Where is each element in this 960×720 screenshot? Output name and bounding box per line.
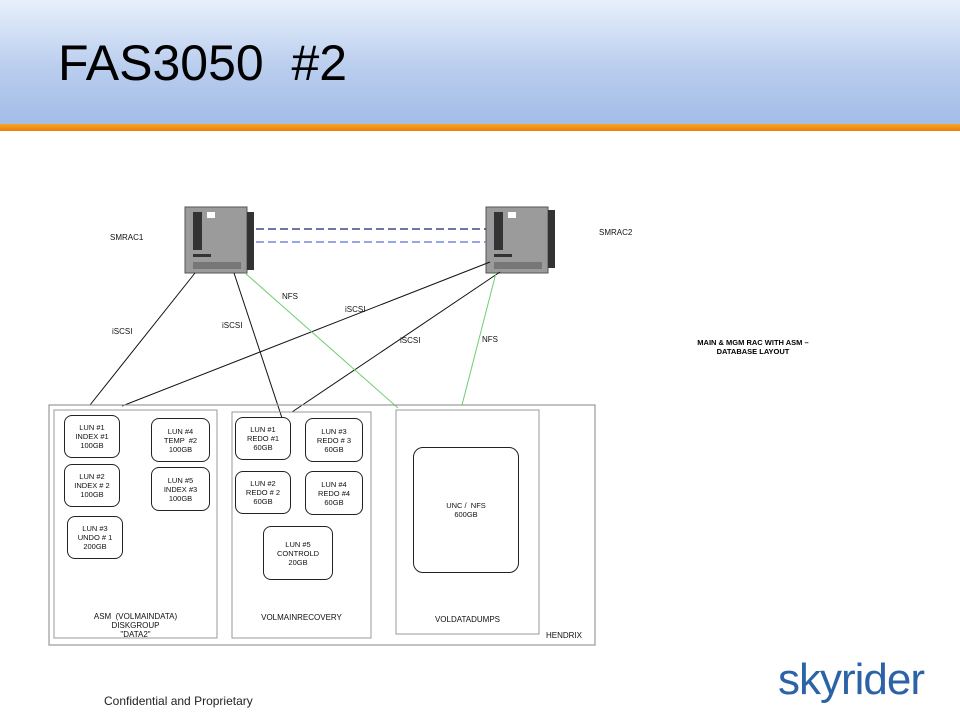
lun-label: LUN #1 INDEX #1 100GB bbox=[75, 423, 109, 450]
link-label-iscsi: iSCSI bbox=[400, 336, 421, 345]
lun-label: LUN #5 INDEX #3 100GB bbox=[163, 475, 198, 503]
iscsi-line-2 bbox=[233, 272, 283, 419]
server-label-smrac1: SMRAC1 bbox=[110, 233, 144, 242]
lun-label: LUN #5 CONTROLD 20GB bbox=[276, 539, 320, 567]
accent-bar bbox=[0, 124, 960, 131]
iscsi-line-4 bbox=[291, 271, 501, 413]
iscsi-line-3 bbox=[121, 261, 491, 407]
recovery-group-box bbox=[231, 411, 372, 639]
slide-header bbox=[0, 0, 960, 124]
lun-label: LUN #4 TEMP #2 100GB bbox=[163, 426, 198, 454]
link-label-nfs: NFS bbox=[282, 292, 298, 301]
lun-box: LUN #1 INDEX #1 100GB bbox=[64, 415, 120, 458]
lun-box: LUN #5 INDEX #3 100GB bbox=[151, 467, 210, 511]
footer-confidential: Confidential and Proprietary bbox=[104, 694, 253, 708]
storage-name-label: HENDRIX bbox=[546, 631, 583, 640]
diagram-note: MAIN & MGM RAC WITH ASM – DATABASE LAYOU… bbox=[697, 338, 809, 356]
lun-box: LUN #2 REDO # 2 60GB bbox=[235, 471, 291, 514]
lun-box: LUN #3 UNDO # 1 200GB bbox=[67, 516, 123, 559]
server-label-smrac2: SMRAC2 bbox=[599, 228, 633, 237]
dumps-group-label: VOLDATADUMPS bbox=[434, 615, 501, 624]
company-logo: skyrider bbox=[778, 655, 925, 704]
lun-box: LUN #4 REDO #4 60GB bbox=[305, 471, 363, 515]
lun-label: LUN #2 REDO # 2 60GB bbox=[245, 479, 281, 506]
lun-label: LUN #3 REDO # 3 60GB bbox=[316, 426, 352, 454]
lun-box: UNC / NFS 600GB bbox=[413, 447, 519, 573]
lun-box: LUN #4 TEMP #2 100GB bbox=[151, 418, 210, 462]
link-label-iscsi: iSCSI bbox=[345, 305, 366, 314]
nfs-line-2 bbox=[461, 272, 497, 406]
lun-box: LUN #5 CONTROLD 20GB bbox=[263, 526, 333, 580]
storage-hendrix-box bbox=[48, 404, 596, 646]
server-smrac1 bbox=[184, 206, 254, 274]
link-label-nfs: NFS bbox=[482, 335, 498, 344]
lun-label: UNC / NFS 600GB bbox=[446, 501, 486, 519]
lun-box: LUN #1 REDO #1 60GB bbox=[235, 417, 291, 460]
lun-label: LUN #2 INDEX # 2 100GB bbox=[74, 472, 110, 499]
lun-box: LUN #3 REDO # 3 60GB bbox=[305, 418, 363, 462]
lun-label: LUN #3 UNDO # 1 200GB bbox=[77, 524, 113, 551]
slide-title: FAS3050 #2 bbox=[58, 35, 348, 91]
iscsi-line-1 bbox=[89, 272, 196, 406]
lun-label: LUN #4 REDO #4 60GB bbox=[317, 479, 351, 507]
nfs-line-1 bbox=[244, 272, 399, 409]
asm-group-label: ASM (VOLMAINDATA) DISKGROUP "DATA2" bbox=[93, 612, 178, 639]
dumps-group-box bbox=[395, 409, 540, 635]
lun-box: LUN #2 INDEX # 2 100GB bbox=[64, 464, 120, 507]
lun-label: LUN #1 REDO #1 60GB bbox=[246, 425, 280, 452]
asm-group-box bbox=[53, 409, 218, 639]
recovery-group-label: VOLMAINRECOVERY bbox=[261, 613, 342, 622]
link-label-iscsi: iSCSI bbox=[112, 327, 133, 336]
link-label-iscsi: iSCSI bbox=[222, 321, 243, 330]
server-smrac2 bbox=[485, 206, 555, 274]
